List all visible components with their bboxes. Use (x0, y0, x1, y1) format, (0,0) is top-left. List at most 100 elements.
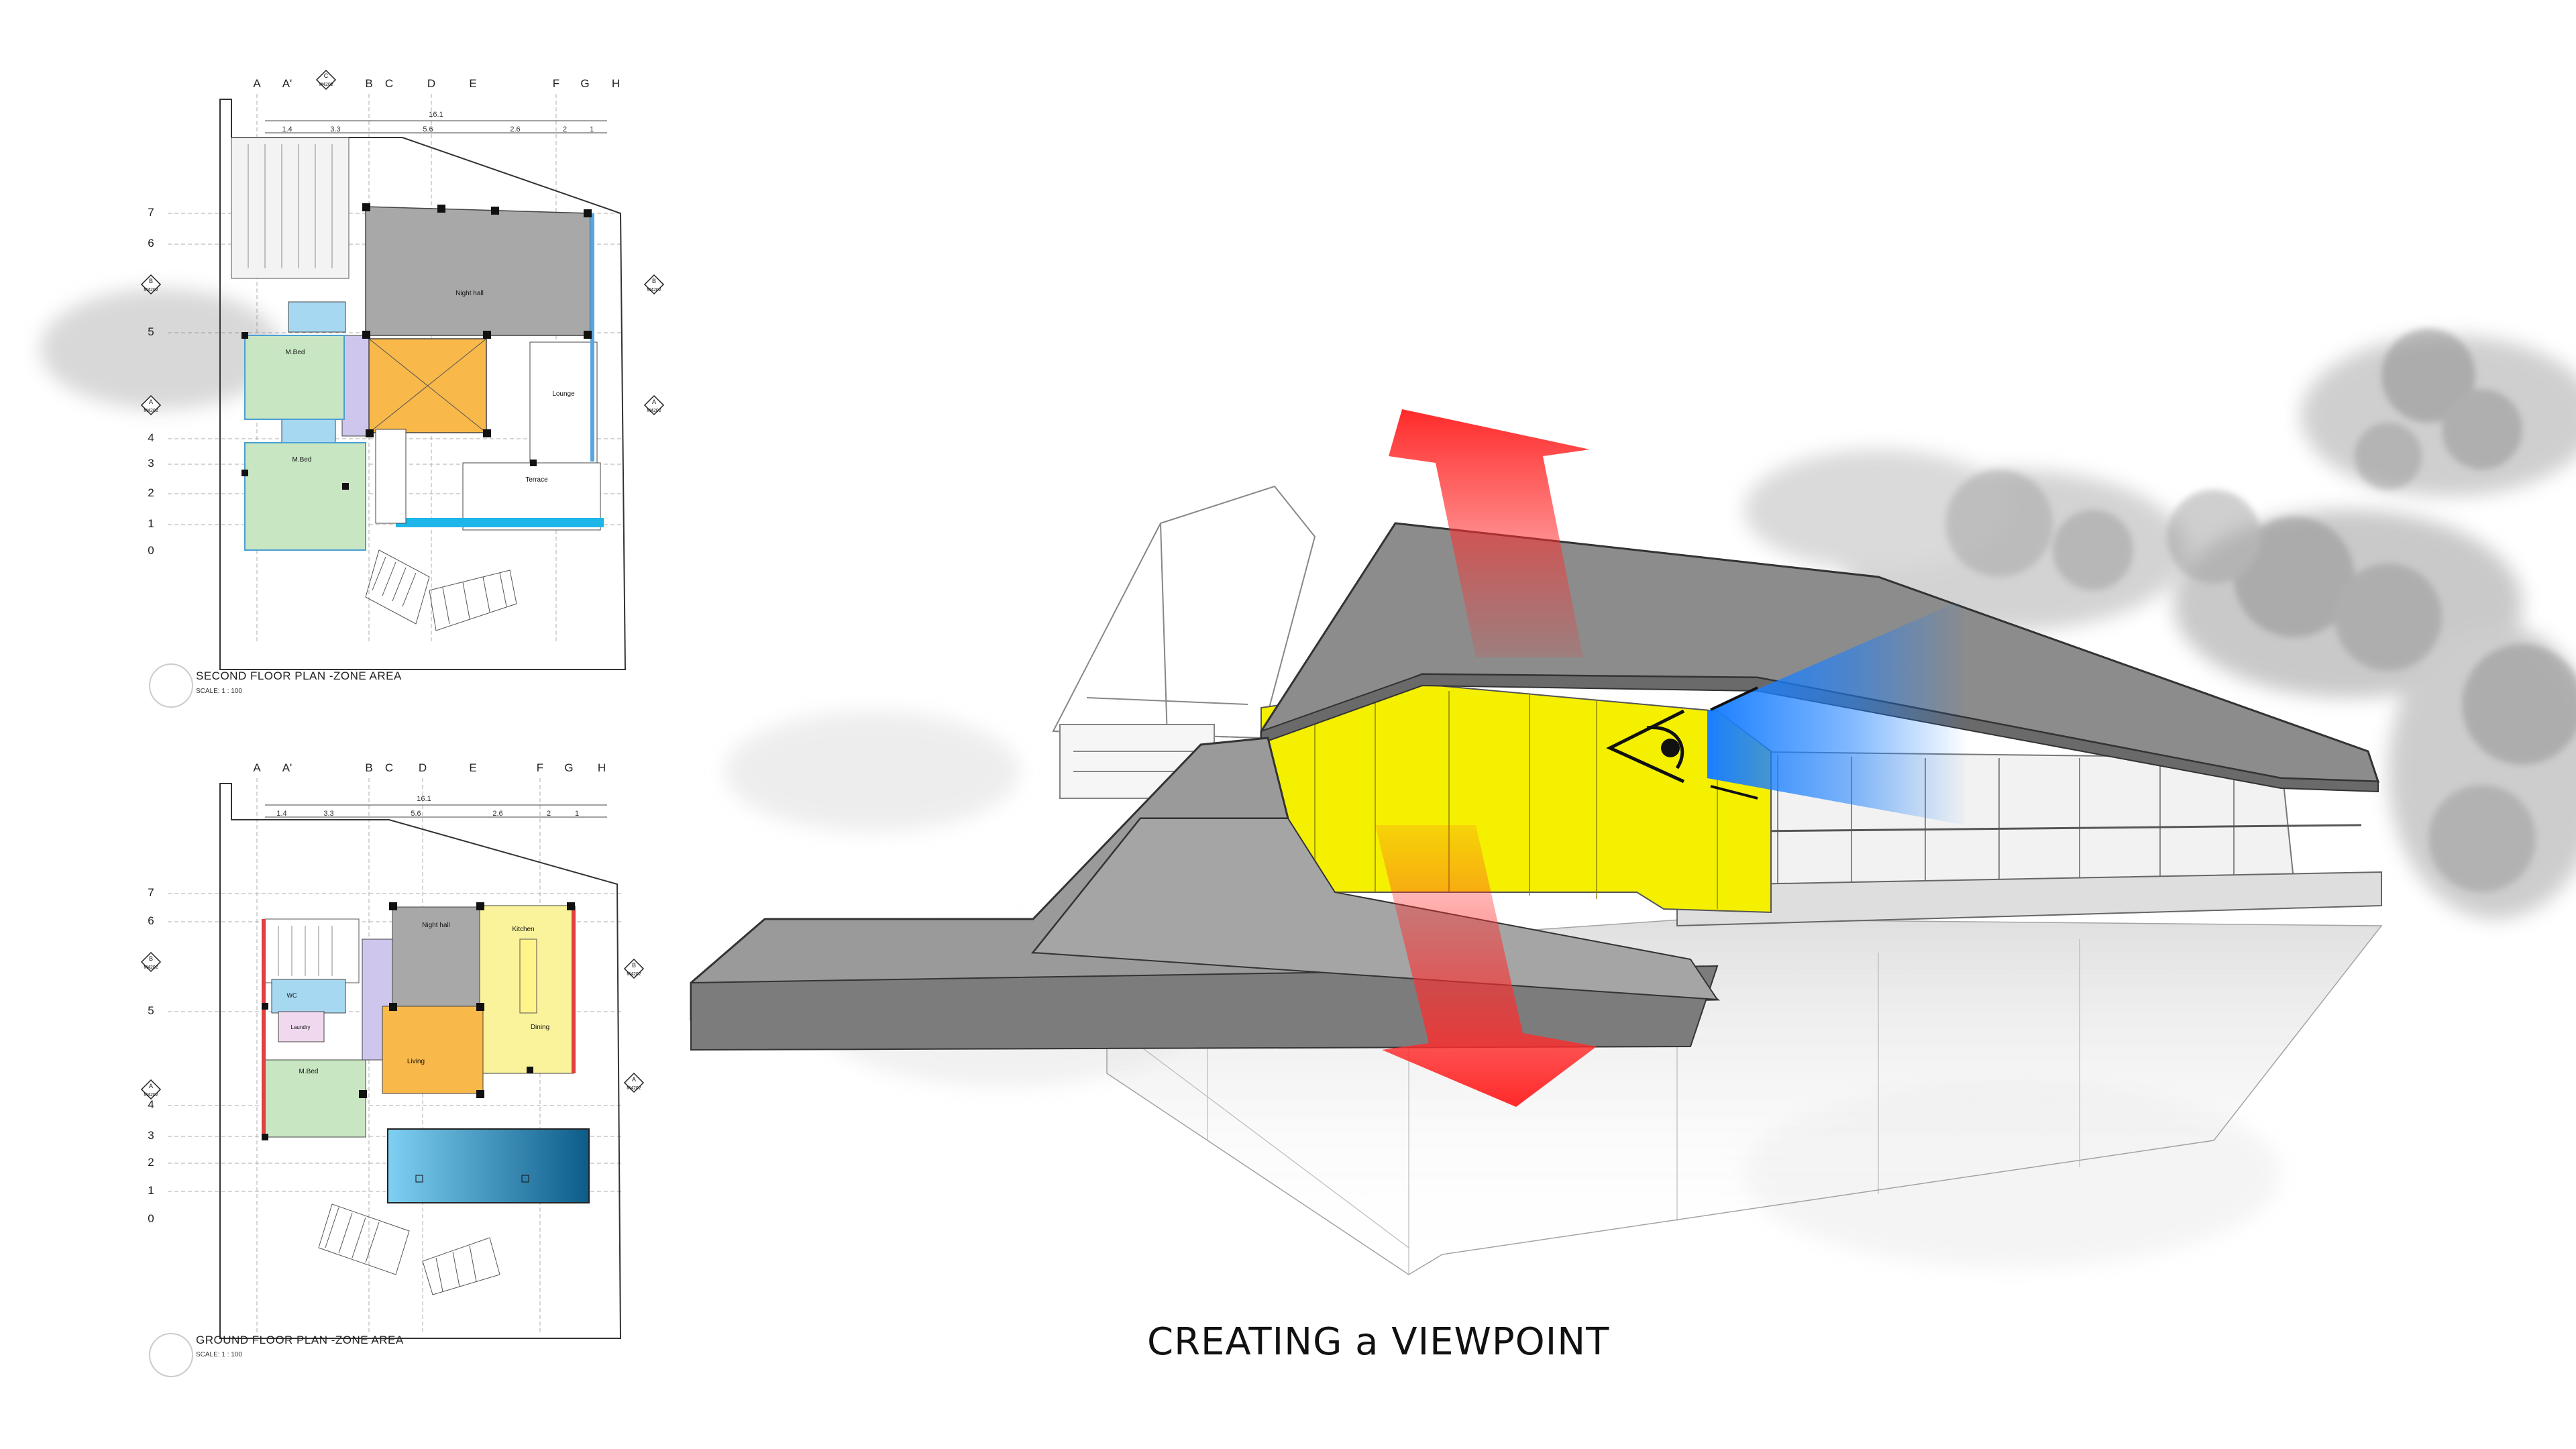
svg-text:Laundry: Laundry (291, 1024, 311, 1030)
section-marker-left-b-ground: B M4202 (140, 951, 162, 973)
svg-text:C: C (324, 72, 329, 79)
section-marker-left-a: A M4202 (140, 394, 162, 416)
svg-text:1.4: 1.4 (276, 810, 286, 818)
svg-text:3: 3 (148, 1129, 154, 1142)
zone-bed-ground (264, 1059, 366, 1138)
second-floor-scale: SCALE: 1 : 100 (196, 688, 242, 695)
grid-row-0: 0 (148, 544, 154, 557)
svg-text:1: 1 (575, 810, 579, 818)
arrow-down (1375, 825, 1597, 1107)
svg-text:A: A (253, 761, 261, 774)
section-marker-right-b: B M4202 (643, 274, 665, 295)
svg-text:4: 4 (148, 1098, 154, 1111)
svg-text:2.6: 2.6 (492, 810, 502, 818)
svg-text:A': A' (282, 761, 292, 774)
svg-text:M4202: M4202 (319, 83, 333, 87)
svg-text:M4202: M4202 (144, 1093, 158, 1097)
label-night-hall: Night hall (455, 290, 484, 297)
grid-col-e: E (469, 77, 476, 90)
section-marker-right-a: A M4202 (643, 394, 665, 416)
svg-text:B: B (632, 962, 636, 969)
double-arrow-icon (1375, 409, 1597, 1107)
svg-text:7: 7 (148, 886, 154, 899)
grid-row-7: 7 (148, 206, 154, 219)
view-direction-beam (1707, 597, 1969, 825)
zone-wc-upper (288, 301, 346, 333)
svg-text:B: B (652, 278, 656, 284)
grid-col-g: G (580, 77, 589, 90)
svg-text:6: 6 (148, 914, 154, 927)
row-grid-labels-ground: 7 6 5 4 3 2 1 0 (148, 886, 154, 1225)
svg-text:M4202: M4202 (647, 288, 661, 292)
label-bed-a: M.Bed (286, 349, 305, 356)
svg-text:G: G (564, 761, 573, 774)
zone-pool (387, 1128, 590, 1203)
svg-text:B: B (149, 278, 153, 284)
section-marker-right-a-ground: A M4202 (623, 1072, 645, 1093)
grid-col-h: H (612, 77, 620, 90)
title-marker-ground (149, 1333, 193, 1377)
zone-living (382, 1006, 484, 1094)
label-bed-b: M.Bed (292, 456, 312, 464)
svg-text:5: 5 (148, 1004, 154, 1017)
grid-row-5: 5 (148, 325, 154, 338)
dim-3: 5.6 (423, 125, 433, 133)
svg-text:1: 1 (148, 1184, 154, 1197)
second-floor-title: SECOND FLOOR PLAN -ZONE AREA (196, 669, 402, 682)
svg-text:M4202: M4202 (647, 409, 661, 413)
svg-text:B: B (365, 761, 372, 774)
svg-text:Kitchen: Kitchen (512, 926, 534, 933)
dim-4: 2.6 (510, 125, 520, 133)
grid-col-f: F (553, 77, 559, 90)
grid-row-6: 6 (148, 237, 154, 250)
site-boundary-ground (219, 783, 622, 1339)
arrow-up (1389, 409, 1590, 657)
row-grid-labels: 7 6 5 4 3 2 1 0 (148, 206, 154, 557)
zone-lounge (529, 341, 598, 464)
grid-col-a: A (253, 77, 261, 90)
svg-text:M4202: M4202 (627, 972, 641, 977)
svg-text:M4202: M4202 (144, 409, 158, 413)
svg-text:M4202: M4202 (627, 1086, 641, 1091)
label-lounge: Lounge (552, 390, 575, 398)
ground-floor-title: GROUND FLOOR PLAN -ZONE AREA (196, 1334, 404, 1346)
grid-col-c: C (385, 77, 393, 90)
svg-text:M4202: M4202 (144, 288, 158, 292)
grid-col-b: B (365, 77, 372, 90)
svg-text:WC: WC (287, 992, 297, 999)
svg-text:M4202: M4202 (144, 965, 158, 970)
zone-corridor (341, 335, 370, 437)
svg-text:2: 2 (547, 810, 551, 818)
zone-wc-lower (281, 415, 336, 447)
diagram-caption: CREATING a VIEWPOINT (1147, 1320, 1610, 1364)
svg-text:A: A (149, 398, 153, 405)
grid-col-d: D (427, 77, 435, 90)
zone-night-hall-ground (392, 906, 480, 1008)
svg-text:3.3: 3.3 (323, 810, 333, 818)
grid-row-1: 1 (148, 517, 154, 530)
svg-text:D: D (419, 761, 427, 774)
overall-dimension: 16.1 (429, 111, 443, 119)
grid-row-3: 3 (148, 457, 154, 470)
svg-text:Living: Living (407, 1058, 425, 1065)
svg-text:Dining: Dining (531, 1024, 549, 1031)
site-boundary (219, 99, 627, 670)
section-marker-left-b: B M4202 (140, 274, 162, 295)
grid-row-4: 4 (148, 431, 154, 444)
svg-text:2: 2 (148, 1156, 154, 1169)
dim-2: 3.3 (330, 125, 340, 133)
grid-col-a2: A' (282, 77, 292, 90)
zone-bed-b (244, 442, 366, 551)
svg-text:B: B (149, 955, 153, 962)
svg-text:A: A (632, 1076, 636, 1083)
svg-text:A: A (149, 1083, 153, 1089)
column-grid-labels: A A' B C D E F G H (253, 77, 620, 90)
zone-bed-a (244, 335, 345, 420)
dimension-strings-ground: 16.1 1.4 3.3 5.6 2.6 2 1 (265, 795, 607, 818)
svg-text:H: H (598, 761, 606, 774)
dim-6: 1 (590, 125, 594, 133)
label-terrace: Terrace (525, 476, 548, 484)
